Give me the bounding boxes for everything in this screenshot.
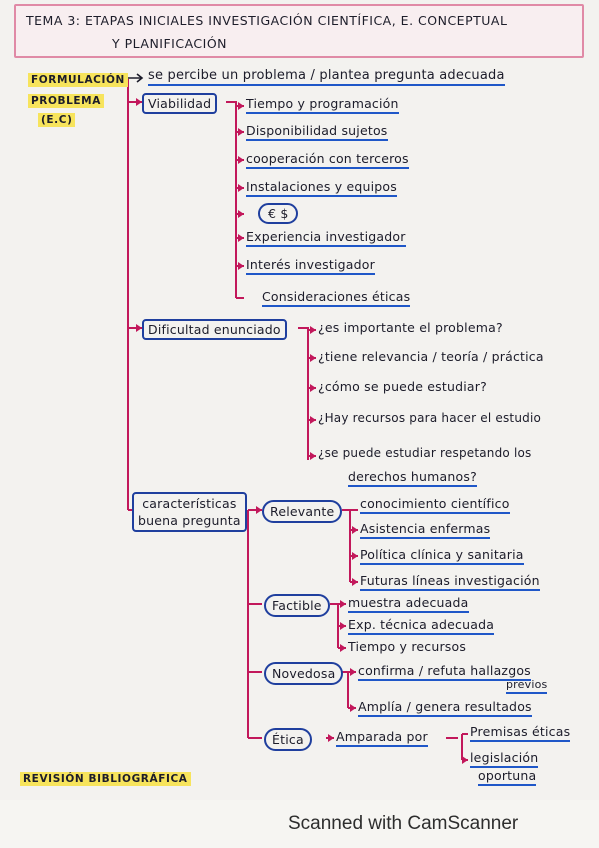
formulacion-label-2: PROBLEMA xyxy=(28,94,104,108)
title-line-1: TEMA 3: ETAPAS INICIALES INVESTIGACIÓN C… xyxy=(26,13,508,28)
relevante-item-text: Asistencia enfermas xyxy=(360,521,491,539)
relevante-item-text: Política clínica y sanitaria xyxy=(360,547,524,565)
etica-item-text: oportuna xyxy=(478,768,537,786)
dificultad-item-text: ¿cómo se puede estudiar? xyxy=(318,379,487,394)
etica-amparada-text: Amparada por xyxy=(336,729,428,747)
factible-item-text: muestra adecuada xyxy=(348,595,469,613)
etica-oval: Ética xyxy=(264,728,312,751)
novedosa-item: confirma / refuta hallazgos xyxy=(358,663,531,681)
viabilidad-item-text: Consideraciones éticas xyxy=(262,289,411,307)
novedosa-item: Amplía / genera resultados xyxy=(358,699,532,717)
viabilidad-item: Instalaciones y equipos xyxy=(246,179,397,197)
etica-item: Premisas éticas xyxy=(470,724,571,742)
dificultad-item: ¿se puede estudiar respetando los xyxy=(318,446,532,460)
money-symbols: € $ xyxy=(258,203,299,224)
caracteristicas-box: características buena pregunta xyxy=(132,492,247,532)
viabilidad-item-text: Instalaciones y equipos xyxy=(246,179,397,197)
etica-item: legislación xyxy=(470,750,539,768)
dificultad-item: ¿Hay recursos para hacer el estudio xyxy=(318,411,541,425)
viabilidad-item-text: cooperación con terceros xyxy=(246,151,409,169)
dificultad-box: Dificultad enunciado xyxy=(142,319,287,340)
title-box: TEMA 3: ETAPAS INICIALES INVESTIGACIÓN C… xyxy=(14,4,584,58)
connector-lines xyxy=(118,73,468,764)
factible-item: Tiempo y recursos xyxy=(348,639,466,654)
dificultad-item-text: derechos humanos? xyxy=(348,469,477,487)
viabilidad-item: Consideraciones éticas xyxy=(262,289,411,307)
dificultad-item-text: ¿tiene relevancia / teoría / práctica xyxy=(318,349,544,364)
dificultad-item: ¿cómo se puede estudiar? xyxy=(318,379,487,394)
factible-item-text: Exp. técnica adecuada xyxy=(348,617,495,635)
relevante-item-text: conocimiento científico xyxy=(360,496,510,514)
caracteristicas-label-2: buena pregunta xyxy=(138,513,241,528)
formulacion-label-3: (E.C) xyxy=(38,113,76,127)
formulacion-label-1: FORMULACIÓN xyxy=(28,73,128,87)
novedosa-item: previos xyxy=(506,678,548,694)
viabilidad-item-text: Disponibilidad sujetos xyxy=(246,123,388,141)
viabilidad-item: Experiencia investigador xyxy=(246,229,406,247)
relevante-item: Asistencia enfermas xyxy=(360,521,491,539)
relevante-item: Política clínica y sanitaria xyxy=(360,547,524,565)
relevante-item: conocimiento científico xyxy=(360,496,510,514)
viabilidad-item: cooperación con terceros xyxy=(246,151,409,169)
novedosa-item-text: previos xyxy=(506,678,548,694)
etica-item-text: legislación xyxy=(470,750,539,768)
relevante-oval: Relevante xyxy=(262,500,343,523)
relevante-item: Futuras líneas investigación xyxy=(360,573,540,591)
dificultad-item-text: ¿Hay recursos para hacer el estudio xyxy=(318,411,542,425)
dificultad-item: ¿tiene relevancia / teoría / práctica xyxy=(318,349,544,364)
novedosa-item-text: Amplía / genera resultados xyxy=(358,699,532,717)
factible-oval: Factible xyxy=(264,594,330,617)
etica-amparada: Amparada por xyxy=(336,729,428,747)
revision-label: REVISIÓN BIBLIOGRÁFICA xyxy=(20,772,191,786)
formulacion-statement-text: se percibe un problema / plantea pregunt… xyxy=(148,68,505,86)
novedosa-item-text: confirma / refuta hallazgos xyxy=(358,663,531,681)
novedosa-oval: Novedosa xyxy=(264,662,344,685)
dificultad-item: derechos humanos? xyxy=(348,469,477,487)
relevante-item-text: Futuras líneas investigación xyxy=(360,573,540,591)
viabilidad-box: Viabilidad xyxy=(142,93,218,114)
viabilidad-item-text: Tiempo y programación xyxy=(246,96,399,114)
factible-item: Exp. técnica adecuada xyxy=(348,617,495,635)
title-line-2: Y PLANIFICACIÓN xyxy=(112,36,228,51)
viabilidad-item-text: Experiencia investigador xyxy=(246,229,406,247)
factible-item: muestra adecuada xyxy=(348,595,469,613)
camscanner-watermark: Scanned with CamScanner xyxy=(288,813,519,834)
viabilidad-item: Tiempo y programación xyxy=(246,96,399,114)
formulacion-statement: se percibe un problema / plantea pregunt… xyxy=(148,68,505,86)
etica-item: oportuna xyxy=(478,768,537,786)
dificultad-item-text: ¿es importante el problema? xyxy=(318,320,503,335)
viabilidad-item: Interés investigador xyxy=(246,257,375,275)
dificultad-item: ¿es importante el problema? xyxy=(318,320,503,335)
dificultad-item-text: ¿se puede estudiar respetando los xyxy=(318,446,532,460)
viabilidad-item-text: Interés investigador xyxy=(246,257,375,275)
caracteristicas-label-1: características xyxy=(142,496,237,511)
factible-item-text: Tiempo y recursos xyxy=(348,639,467,654)
etica-item-text: Premisas éticas xyxy=(470,724,571,742)
viabilidad-item: Disponibilidad sujetos xyxy=(246,123,388,141)
